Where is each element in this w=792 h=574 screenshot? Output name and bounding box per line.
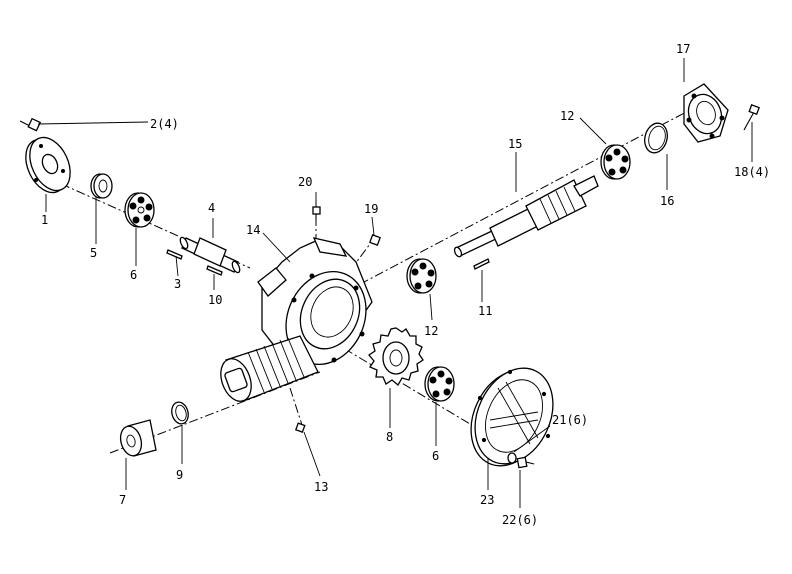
- callout-12-right: 12: [560, 109, 574, 123]
- part-12-bearing-center: [406, 258, 437, 294]
- callout-13: 13: [314, 480, 328, 494]
- callout-23: 23: [480, 493, 494, 507]
- callout-3: 3: [174, 277, 181, 291]
- part-7-worm-gear: [368, 327, 424, 386]
- part-14-worm-barrel: [220, 335, 319, 402]
- callout-6-left: 6: [130, 268, 137, 282]
- part-11-retaining-ring: [171, 401, 189, 425]
- leader-19: [371, 216, 375, 236]
- part-18-screw: [743, 104, 760, 131]
- part-3-key: [166, 249, 183, 260]
- leader-14: [262, 232, 291, 263]
- callout-14: 14: [246, 223, 260, 237]
- part-10-collar: [119, 419, 157, 457]
- callout-5: 5: [90, 246, 97, 260]
- part-5-oil-seal: [90, 173, 113, 199]
- callout-19: 19: [364, 202, 378, 216]
- leader-21: [513, 425, 551, 453]
- part-12-bearing-right: [600, 144, 631, 180]
- callout-15: 15: [508, 137, 522, 151]
- plug-13-axis: [289, 387, 303, 426]
- leader-12b: [579, 117, 607, 145]
- part-13-plug: [294, 422, 306, 433]
- callout-18: 18(4): [734, 165, 770, 179]
- callout-11: 9: [176, 468, 183, 482]
- part-15-worm-shaft: [453, 175, 599, 258]
- callout-22: 22(6): [502, 513, 538, 527]
- part-4-input-shaft: [179, 236, 241, 274]
- callout-4: 4: [208, 201, 215, 215]
- part-23-side-cover: [470, 367, 554, 467]
- part-22-bolt: [516, 456, 535, 469]
- leader-12a: [429, 293, 433, 321]
- callout-20: 20: [298, 175, 312, 189]
- callout-1: 1: [41, 213, 48, 227]
- callout-8: 10: [208, 293, 222, 307]
- part-2-screw: [19, 117, 42, 132]
- callout-12-center: 12: [424, 324, 438, 338]
- callout-2: 2(4): [150, 117, 179, 131]
- part-21-washer: [507, 452, 517, 464]
- part-17-flange-cover: [683, 83, 729, 143]
- callout-10: 7: [119, 493, 126, 507]
- part-19-plug: [369, 234, 381, 246]
- part-14-housing: [257, 237, 373, 366]
- part-6-bearing-right: [424, 366, 455, 402]
- part-16-o-ring: [644, 122, 668, 154]
- part-6-bearing-left: [124, 192, 155, 228]
- part-20-plug: [312, 206, 321, 220]
- callout-17: 17: [676, 42, 690, 56]
- part-8-key: [206, 265, 223, 276]
- callout-21: 21(6): [552, 413, 588, 427]
- leader-2: [37, 121, 149, 125]
- callout-labels: 2(4) 1 5 6 3 4 10 14 20 19 12 11 15 12 1…: [41, 42, 770, 527]
- callout-16: 16: [660, 194, 674, 208]
- callout-7: 8: [386, 430, 393, 444]
- callout-9: 11: [478, 304, 492, 318]
- leader-13: [303, 431, 321, 477]
- callout-6-right: 6: [432, 449, 439, 463]
- leader-3: [175, 255, 179, 277]
- part-9-key: [473, 258, 490, 270]
- part-1-end-cover: [25, 136, 71, 194]
- leader-lines: [37, 58, 753, 508]
